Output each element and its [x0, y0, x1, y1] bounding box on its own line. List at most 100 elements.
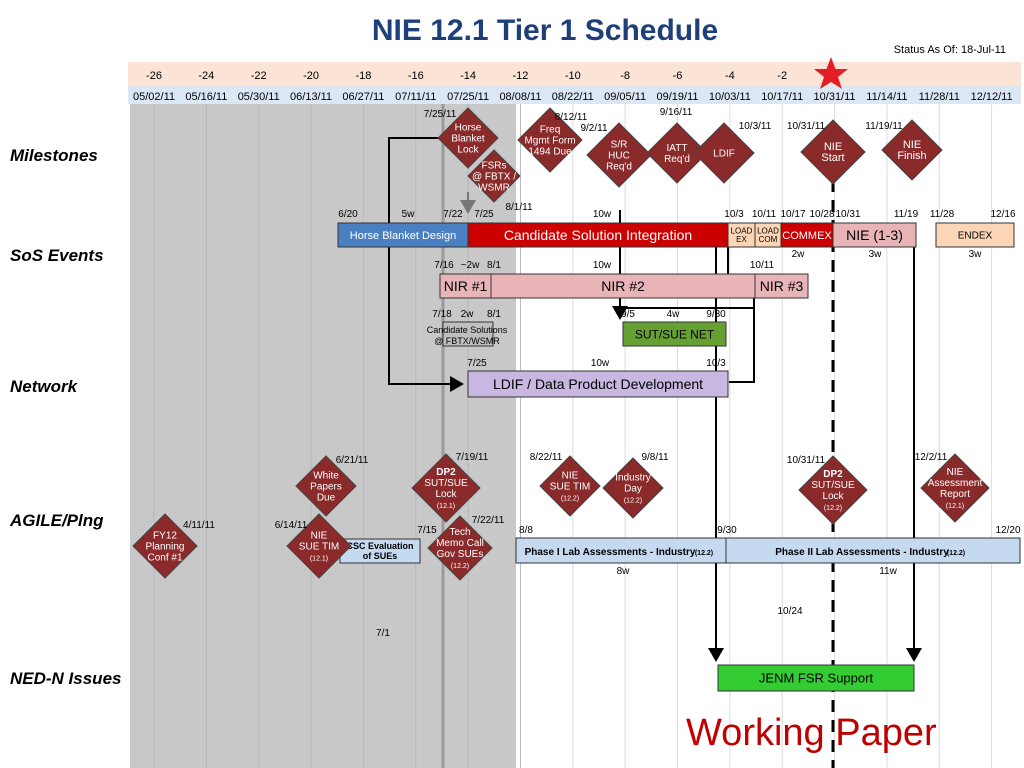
candidate-solution-bar-label: Candidate Solution Integration — [504, 227, 692, 243]
nir1-bar-label: NIR #1 — [444, 278, 488, 294]
nir-label: 7/16 — [434, 260, 454, 271]
milestone-diamond-text: Horse — [455, 123, 482, 134]
date-label: 09/05/11 — [604, 91, 646, 103]
date-label: 10/17/11 — [761, 91, 803, 103]
candidate-label: 2w — [461, 309, 475, 320]
date-label: 12/12/11 — [971, 91, 1013, 103]
milestone-diamond-text: Lock — [457, 145, 479, 156]
agile-diamond-text: FY12 — [153, 531, 177, 542]
milestone-diamond — [881, 119, 943, 181]
candidate-label: 7/18 — [432, 309, 452, 320]
agile-label: 8w — [617, 566, 631, 577]
date-label: 05/02/11 — [133, 91, 175, 103]
page-title: NIE 12.1 Tier 1 Schedule — [371, 14, 719, 47]
candidate-solutions-label: Candidate Solutions — [427, 325, 508, 335]
date-label: 10/03/11 — [709, 91, 751, 103]
milestone-date: 7/25/11 — [424, 109, 457, 120]
nir-label: 10w — [593, 260, 612, 271]
phase1-version: (12.2) — [695, 550, 713, 557]
network-label: 10w — [591, 358, 610, 369]
candidate-label: 8/1 — [487, 309, 501, 320]
agile-diamond-text: Report — [940, 489, 970, 500]
connector-horse-to-ldif — [388, 137, 464, 392]
date-label: 09/19/11 — [656, 91, 698, 103]
milestone-diamond-text: NIE — [903, 139, 921, 151]
agile-diamond-text: (12.1) — [437, 503, 455, 510]
agile-diamond — [411, 453, 481, 523]
agile-date: 6/21/11 — [336, 455, 369, 466]
milestone-diamond — [800, 119, 866, 185]
milestone-date: 9/2/11 — [580, 123, 607, 134]
agile-diamond — [295, 455, 357, 517]
agile-diamond-text: Lock — [435, 489, 457, 500]
agile-diamond — [798, 455, 868, 525]
connector-nir3-to-ldif — [729, 297, 755, 383]
agile-diamond-text: NIE — [562, 471, 579, 482]
agile-diamond-text: White — [313, 471, 339, 482]
agile-diamond-text: SUE TIM — [299, 542, 339, 553]
milestone-diamond-text: Finish — [897, 150, 926, 162]
agile-diamond-text: (12.1) — [946, 503, 964, 510]
agile-label: 8/8 — [519, 525, 533, 536]
date-label: 11/28/11 — [919, 91, 960, 103]
week-offset-label: -6 — [673, 70, 683, 82]
commex-bar — [780, 222, 834, 248]
milestone-diamond-text: Mgmt Form — [524, 136, 575, 147]
sos-event-label: 7/22 — [443, 209, 463, 220]
agile-diamond-text: (12.2) — [561, 496, 579, 503]
agile-diamond — [132, 513, 198, 579]
sos-event-label: 10w — [593, 209, 612, 220]
watermark: Working Paper — [686, 712, 937, 754]
sos-event-label: 12/16 — [990, 209, 1015, 220]
date-label: 07/11/11 — [395, 91, 436, 103]
milestone-diamond-text: Blanket — [451, 134, 485, 145]
nir2-bar — [490, 273, 756, 299]
agile-label: 12/20 — [995, 525, 1020, 536]
nir2-bar-label: NIR #2 — [601, 278, 645, 294]
week-offset-label: -26 — [146, 70, 162, 82]
week-offset-label: -24 — [198, 70, 214, 82]
row-label-agile: AGILE/Plng — [10, 511, 104, 530]
commex-bar-label: COMMEX — [782, 230, 832, 242]
week-offset-label: -16 — [408, 70, 424, 82]
agile-diamond — [286, 513, 352, 579]
network-label: 7/25 — [467, 358, 487, 369]
milestone-diamond-text: S/R — [611, 140, 628, 151]
milestone-diamond-text: Req'd — [606, 162, 632, 173]
nir-label: 8/1 — [487, 260, 501, 271]
jenm-fsr-bar-label: JENM FSR Support — [759, 671, 874, 686]
sos-event-label: 2w — [792, 249, 806, 260]
future-region — [516, 104, 1021, 768]
date-label: 07/25/11 — [447, 91, 489, 103]
agile-diamond-text: Lock — [822, 491, 844, 502]
agile-diamond — [920, 453, 990, 523]
phase2-bar — [725, 537, 1021, 564]
week-offset-label: -2 — [777, 70, 787, 82]
milestone-diamond — [586, 122, 652, 188]
sos-event-label: 11/19 — [894, 209, 919, 220]
agile-date: 4/11/11 — [183, 520, 215, 531]
agile-date: 7/19/11 — [456, 452, 489, 463]
agile-diamond-text: SUT/SUE — [424, 478, 468, 489]
milestone-diamond-text: FSRs — [482, 161, 507, 172]
nie-bar — [832, 222, 917, 248]
date-label: 08/22/11 — [552, 91, 594, 103]
date-label: 05/16/11 — [185, 91, 227, 103]
week-offset-band — [128, 62, 1021, 86]
milestone-date: 10/31/11 — [787, 121, 826, 132]
agile-date: 6/14/11 — [275, 520, 308, 531]
nir-label: ~2w — [461, 260, 480, 271]
agile-diamond-text: NIE — [947, 467, 964, 478]
milestone-diamond-text: @ FBTX / — [472, 172, 516, 183]
phase1-label: Phase I Lab Assessments - Industry — [525, 547, 696, 558]
sut-label: 9/5 — [621, 309, 635, 320]
milestone-diamond — [646, 122, 708, 184]
sut-label: 9/30 — [706, 309, 726, 320]
agile-diamond-text: Due — [317, 493, 336, 504]
milestone-diamond-text: Start — [821, 152, 844, 164]
milestone-diamond-text: HUC — [608, 151, 630, 162]
date-label: 05/30/11 — [238, 91, 280, 103]
agile-diamond-text: DP2 — [436, 467, 456, 478]
horse-blanket-bar-label: Horse Blanket Design — [350, 230, 456, 242]
date-label: 11/14/11 — [866, 91, 907, 103]
